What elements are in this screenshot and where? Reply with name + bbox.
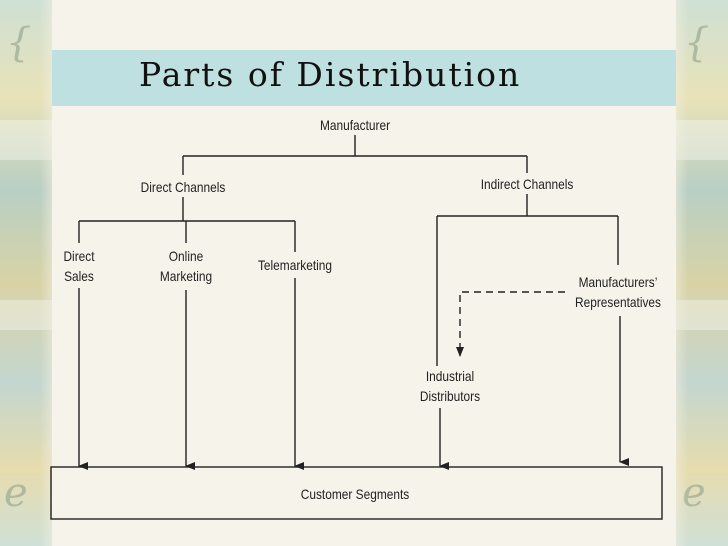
telemarketing-label: Telemarketing: [257, 257, 333, 273]
online-marketing-label: Online Marketing: [159, 248, 213, 284]
swirl-ornament-icon: {: [684, 20, 710, 66]
title-bar: [52, 50, 676, 106]
direct-channels-label: Direct Channels: [140, 179, 226, 195]
industrial-distributors-label: Industrial Distributors: [419, 368, 481, 404]
customer-segments-label: Customer Segments: [300, 486, 410, 502]
dashed-link-reps-to-distributors: [456, 291, 565, 357]
direct-sales-label: Direct Sales: [63, 248, 95, 284]
indirect-channels-connector: [436, 194, 619, 366]
manufacturer-connector: [182, 135, 528, 175]
manufacturer-label: Manufacturer: [319, 117, 391, 133]
slide-title: Parts of Distribution: [139, 55, 522, 94]
swirl-ornament-icon: e: [4, 470, 28, 516]
direct-channels-connector: [78, 197, 296, 252]
customer-segments-box: [50, 466, 663, 520]
swirl-ornament-icon: {: [6, 20, 32, 66]
manufacturers-representatives-label: Manufacturers’ Representatives: [574, 274, 661, 310]
indirect-channels-label: Indirect Channels: [480, 176, 574, 192]
